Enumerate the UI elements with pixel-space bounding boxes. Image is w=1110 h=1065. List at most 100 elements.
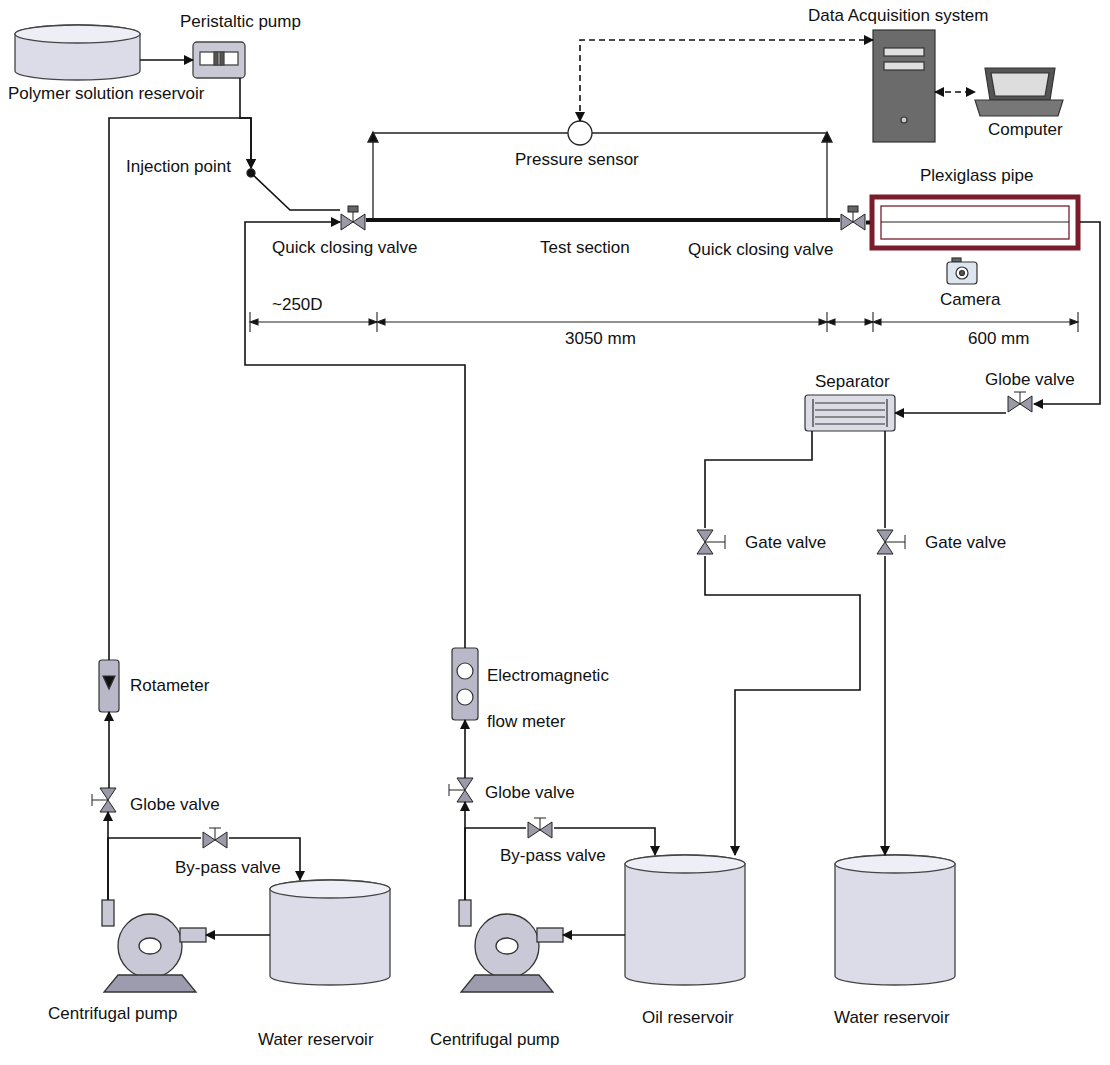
dimension-lines-part <box>827 319 835 325</box>
pipe-line <box>140 59 193 61</box>
pipe-line <box>366 218 840 222</box>
component-label: Globe valve <box>485 783 575 803</box>
separator-symbol-part <box>815 409 885 410</box>
separator-symbol-part <box>815 416 885 417</box>
pipe-line <box>563 934 625 936</box>
equipment-node: Data Acquisition system <box>873 30 935 142</box>
component-label: Gate valve <box>925 533 1006 553</box>
dimension-lines-part <box>377 319 385 325</box>
valve-symbols-part <box>100 800 116 812</box>
camera-icon-part <box>956 267 968 279</box>
centrifugal-pump-symbol-part <box>118 914 182 978</box>
valve-symbols-part <box>905 535 906 549</box>
equipment-node: Globe valve <box>1006 390 1034 414</box>
sensor-symbols-part <box>822 132 832 142</box>
centrifugal-pump-symbol-part <box>537 928 563 942</box>
computer-symbols-part <box>901 117 907 123</box>
valve-symbols-part <box>697 530 713 542</box>
signal-line <box>580 40 873 121</box>
computer-symbols-part <box>884 62 924 70</box>
pipe-line <box>895 412 1006 414</box>
centrifugal-pump-symbol-part <box>180 928 206 942</box>
centrifugal-pump-symbol-part <box>139 938 161 954</box>
component-label: Plexiglass pipe <box>920 166 1033 186</box>
camera-icon-part <box>960 271 965 276</box>
quick-closing-valve-symbol-part <box>348 206 358 212</box>
component-label: Oil reservoir <box>642 1008 734 1028</box>
dimension-lines-part <box>1070 319 1078 325</box>
plexiglass-pipe-symbol-part <box>872 197 1078 248</box>
equipment-node: Pressure sensor <box>568 121 592 145</box>
valve-symbols <box>92 392 1032 848</box>
pipe-line <box>109 118 251 660</box>
dimension-label: ~250D <box>272 295 323 315</box>
valve-symbols-part <box>877 542 893 554</box>
camera-icon <box>947 258 977 284</box>
peristaltic-pump-symbol-part <box>193 42 245 78</box>
equipment-node: Camera <box>945 258 979 286</box>
sensor-symbols-part <box>592 133 827 222</box>
centrifugal-pump-symbol-part <box>102 900 114 926</box>
equipment-node: Computer <box>975 68 1063 116</box>
valve-symbols-part <box>528 822 540 838</box>
component-label: Polymer solution reservoir <box>8 84 205 104</box>
equipment-node: Polymer solution reservoir <box>15 25 140 80</box>
valve-symbols-part <box>877 530 893 542</box>
pipe-line <box>206 934 270 936</box>
equipment-node: Centrifugal pump <box>94 900 206 992</box>
component-label: Globe valve <box>130 795 220 815</box>
computer-symbols-part <box>991 73 1049 96</box>
valve-symbols-part <box>449 790 465 791</box>
dimension-lines-part <box>250 321 827 322</box>
pipe-line <box>705 431 812 528</box>
component-label: By-pass valve <box>500 846 606 866</box>
pipe-line <box>251 173 340 210</box>
computer-symbols <box>873 30 1063 142</box>
reservoir-cylinder-part <box>15 25 140 80</box>
pipe-line <box>245 222 465 648</box>
dimension-label: 600 mm <box>968 329 1029 349</box>
quick-closing-valve-symbol-part <box>853 214 865 230</box>
pipe-line <box>240 78 251 168</box>
valve-symbols-part <box>1020 396 1032 412</box>
dimension-label: 3050 mm <box>565 329 636 349</box>
quick-closing-valve-symbol-part <box>841 214 853 230</box>
equipment-node: Separator <box>805 395 895 431</box>
valve-symbols-part <box>449 784 450 796</box>
meter-symbols-part <box>99 660 119 712</box>
centrifugal-pump-symbol <box>102 900 563 992</box>
quick-closing-valve-symbol-part <box>848 206 858 212</box>
reservoir-cylinder-part <box>625 855 745 985</box>
component-label: Peristaltic pump <box>180 12 301 32</box>
component-label: Pressure sensor <box>515 150 639 170</box>
component-label: By-pass valve <box>175 858 281 878</box>
section-label: Test section <box>540 238 630 258</box>
computer-symbols-part <box>873 30 935 142</box>
equipment-node: Electromagnetic flow meter <box>452 648 478 720</box>
separator-symbol-part <box>805 395 895 431</box>
meter-symbols <box>99 648 478 720</box>
component-label: Quick closing valve <box>272 238 418 258</box>
sensor-symbols-part <box>368 132 378 142</box>
centrifugal-pump-symbol-part <box>475 914 539 978</box>
quick-closing-valve-symbol-part <box>341 214 353 230</box>
valve-symbols-part <box>1020 392 1021 404</box>
signal-line <box>935 91 975 93</box>
reservoir-cylinder <box>15 25 955 985</box>
separator-symbol-part <box>815 402 885 403</box>
reservoir-cylinder-part <box>270 880 390 985</box>
valve-symbols-part <box>534 818 546 819</box>
equipment-node: Peristaltic pump <box>193 42 245 78</box>
pipe-line <box>108 712 110 788</box>
valve-symbols-part <box>540 818 541 830</box>
dimension-lines-part <box>250 319 258 325</box>
equipment-node: Oil reservoir <box>625 855 745 985</box>
component-label: Globe valve <box>985 370 1075 390</box>
plexiglass-pipe-symbol <box>872 197 1078 248</box>
quick-closing-valve-symbol-part <box>353 214 365 230</box>
sensor-symbols <box>247 121 832 222</box>
equipment-node: Quick closing valve <box>340 206 366 234</box>
sensor-symbols-part <box>373 133 568 222</box>
peristaltic-pump-symbol-part <box>200 52 238 65</box>
pipe-line <box>464 720 466 778</box>
